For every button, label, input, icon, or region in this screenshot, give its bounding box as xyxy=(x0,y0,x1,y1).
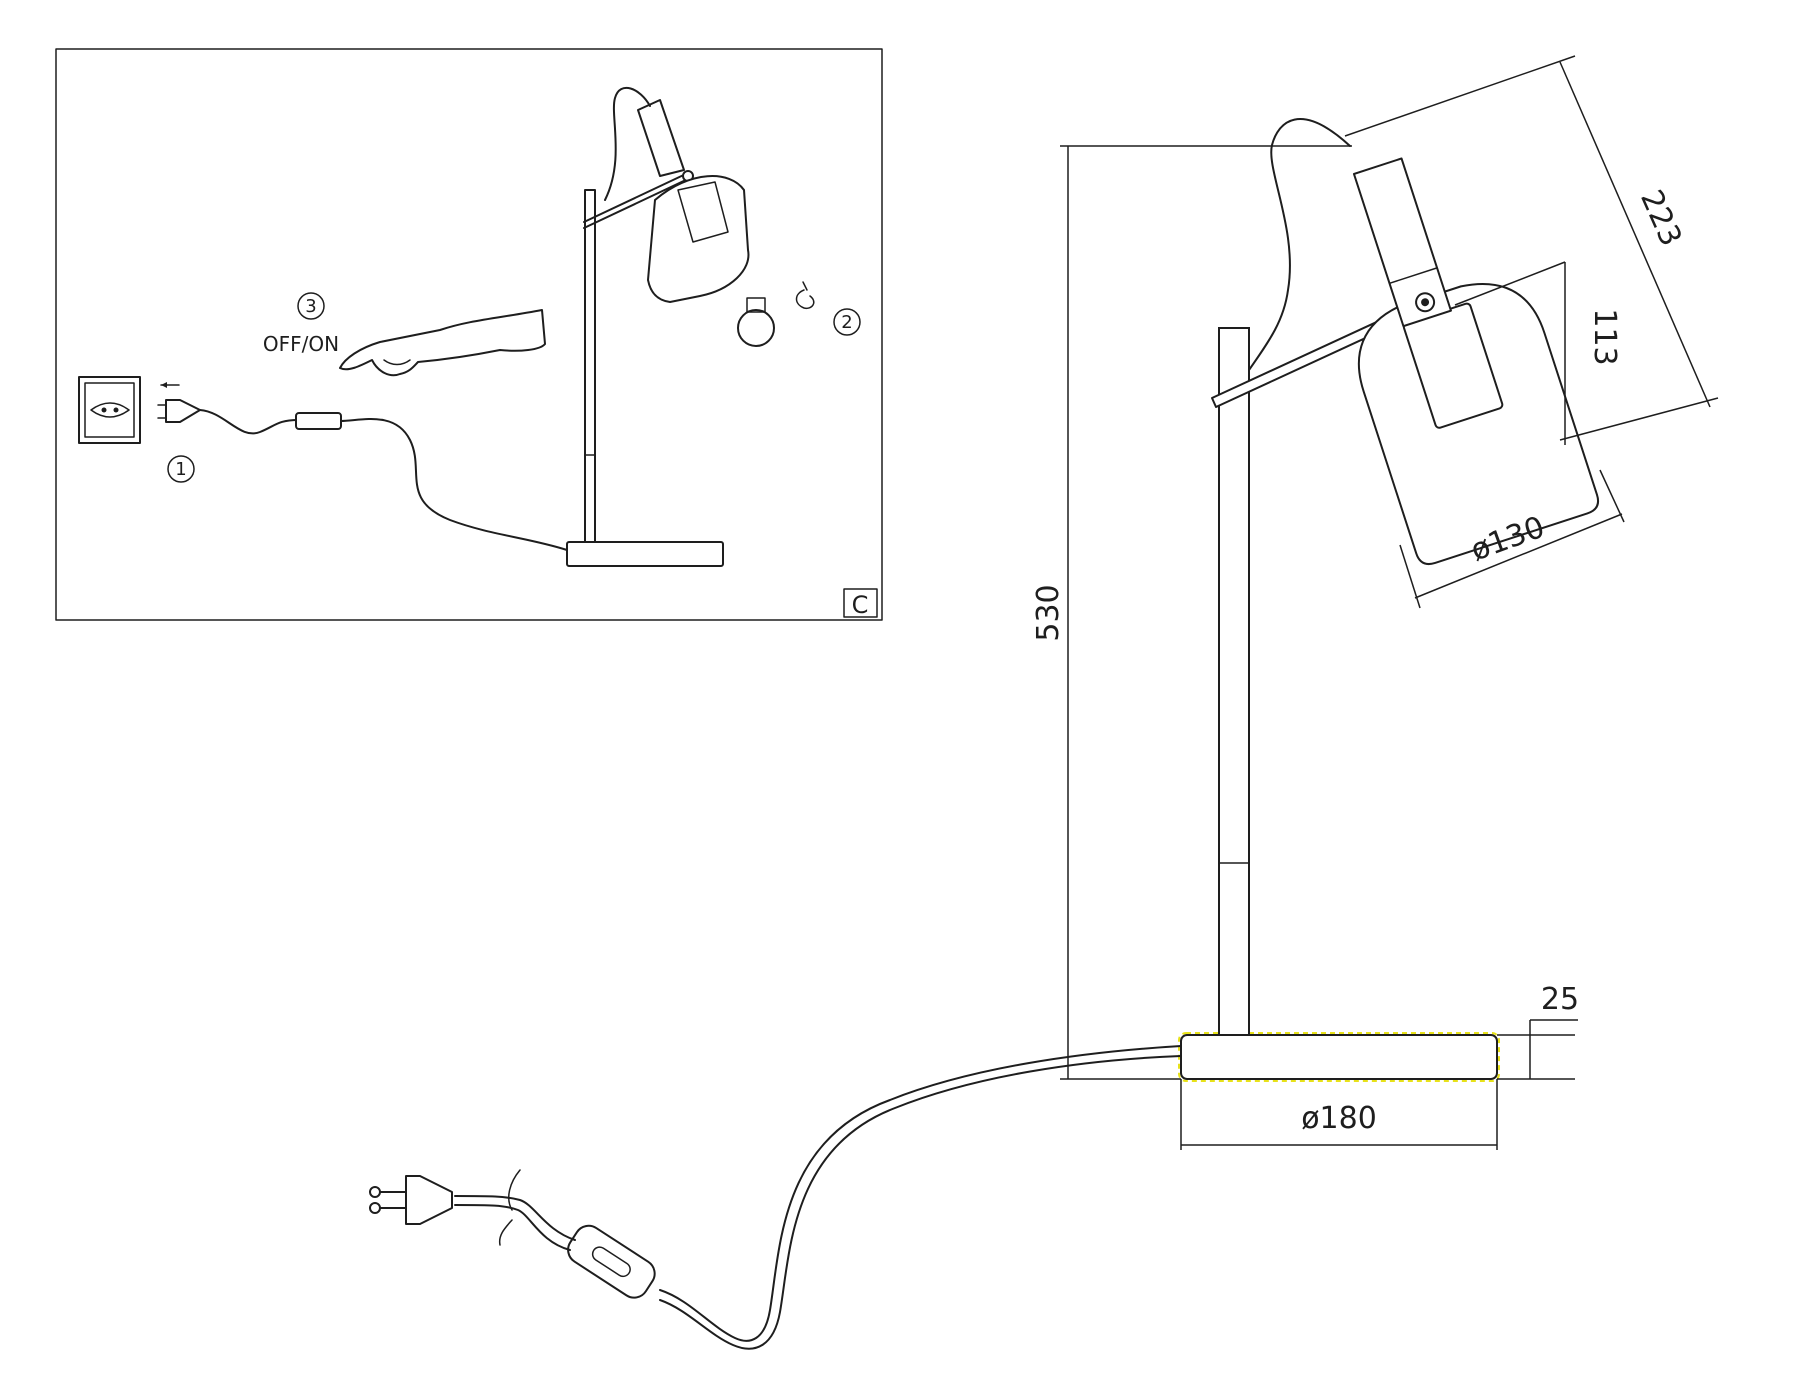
svg-text:223: 223 xyxy=(1633,185,1688,252)
dimension-base-height: 25 xyxy=(1497,982,1579,1080)
step-marker-1: 1 xyxy=(167,455,195,483)
dimension-base-diameter: ø180 xyxy=(1180,1079,1498,1150)
panel-letter: C xyxy=(852,591,869,619)
cord-switch-icon xyxy=(567,1224,656,1299)
dimension-shade-height: 113 xyxy=(1454,261,1622,445)
lamp-base xyxy=(1180,1034,1498,1080)
switch-label: OFF/ON xyxy=(263,332,339,356)
arrow-left-icon xyxy=(160,382,180,388)
plug-icon xyxy=(157,399,299,435)
panel-frame xyxy=(55,48,883,621)
dimension-total-height: 530 xyxy=(1031,145,1352,1080)
step-marker-3: 3 xyxy=(297,292,325,320)
lamp-pole xyxy=(1218,327,1250,1036)
lamp-base-highlight xyxy=(1178,1032,1500,1082)
euro-plug-icon xyxy=(369,1175,453,1225)
inset-cord xyxy=(340,418,568,551)
panel-letter-box xyxy=(843,588,878,618)
step-marker-2: 2 xyxy=(833,308,861,336)
svg-text:ø180: ø180 xyxy=(1301,1101,1377,1136)
svg-text:530: 530 xyxy=(1031,584,1066,641)
wall-socket-icon xyxy=(78,376,141,444)
svg-text:1: 1 xyxy=(175,459,186,480)
inline-switch-icon xyxy=(295,412,342,430)
instruction-panel: C 1 2 xyxy=(55,48,883,621)
hand-icon xyxy=(339,309,546,377)
svg-text:25: 25 xyxy=(1541,982,1579,1017)
lamp-shade xyxy=(1352,157,1600,566)
shade-cable xyxy=(1248,118,1351,371)
main-cord xyxy=(659,1045,1182,1342)
inset-lamp xyxy=(566,86,815,567)
main-lamp-drawing: 530 223 113 ø130 25 xyxy=(369,55,1719,1350)
svg-text:2: 2 xyxy=(841,312,852,333)
svg-text:3: 3 xyxy=(305,296,316,317)
svg-text:113: 113 xyxy=(1587,308,1622,365)
